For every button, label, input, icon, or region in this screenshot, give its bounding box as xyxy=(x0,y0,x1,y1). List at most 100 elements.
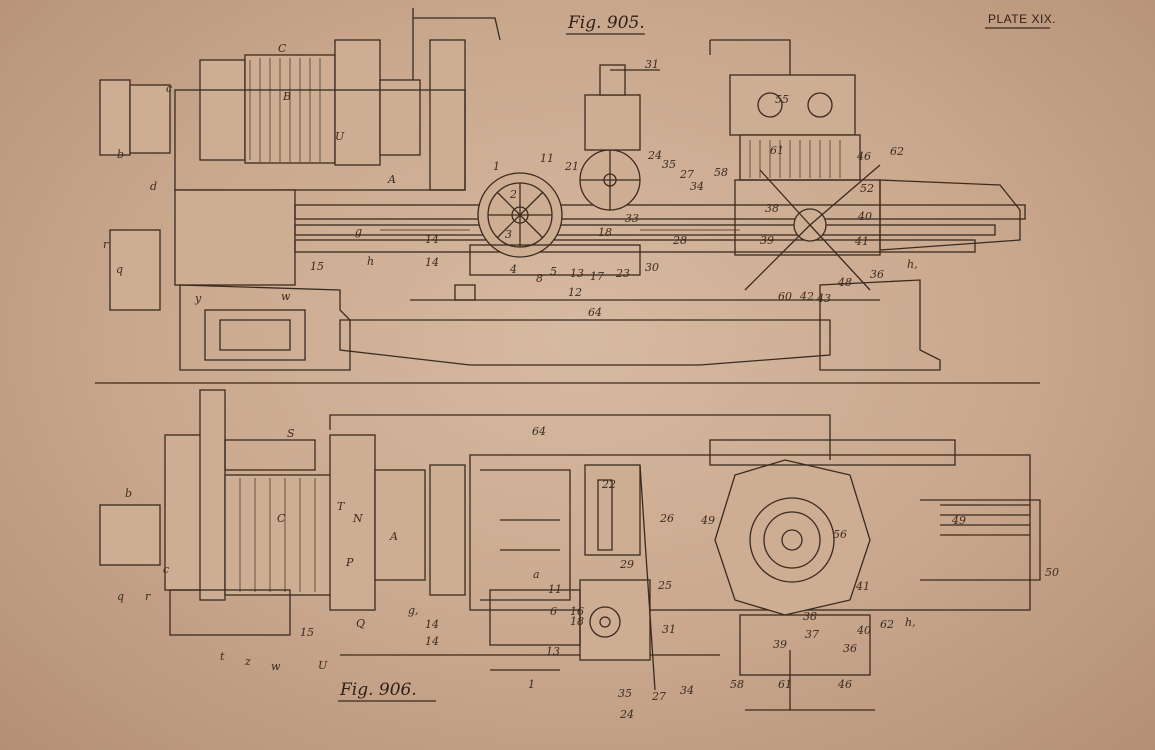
svg-text:c: c xyxy=(166,82,172,95)
svg-text:U: U xyxy=(335,130,345,143)
svg-text:U: U xyxy=(318,659,328,672)
svg-text:2: 2 xyxy=(509,188,517,201)
svg-text:25: 25 xyxy=(657,579,672,592)
svg-text:r: r xyxy=(103,238,109,251)
svg-text:P: P xyxy=(345,556,354,569)
svg-text:13: 13 xyxy=(570,267,584,280)
svg-text:50: 50 xyxy=(1045,566,1059,579)
svg-text:3: 3 xyxy=(505,228,512,241)
svg-text:C: C xyxy=(278,42,287,55)
svg-text:40: 40 xyxy=(856,624,871,637)
svg-text:41: 41 xyxy=(854,235,869,248)
svg-text:Q: Q xyxy=(356,617,365,630)
svg-text:17: 17 xyxy=(590,270,604,283)
svg-text:14: 14 xyxy=(425,256,439,269)
svg-text:1: 1 xyxy=(528,678,535,691)
svg-text:29: 29 xyxy=(619,558,634,571)
svg-text:z: z xyxy=(244,655,251,668)
svg-text:46: 46 xyxy=(837,678,852,691)
svg-text:24: 24 xyxy=(647,149,662,162)
svg-text:30: 30 xyxy=(645,261,659,274)
svg-text:h: h xyxy=(367,255,374,268)
svg-text:33: 33 xyxy=(625,212,639,225)
svg-text:A: A xyxy=(389,530,398,543)
svg-text:16: 16 xyxy=(570,605,584,618)
svg-text:21: 21 xyxy=(564,160,579,173)
svg-text:40: 40 xyxy=(857,210,872,223)
svg-text:23: 23 xyxy=(615,267,630,280)
svg-text:18: 18 xyxy=(570,615,584,628)
svg-text:55: 55 xyxy=(775,93,789,106)
svg-text:58: 58 xyxy=(714,166,728,179)
svg-text:h,: h, xyxy=(905,616,916,629)
svg-text:11: 11 xyxy=(540,152,554,165)
svg-text:52: 52 xyxy=(860,182,874,195)
svg-text:37: 37 xyxy=(805,628,819,641)
svg-text:41: 41 xyxy=(855,580,870,593)
figure-905-elevation xyxy=(99,8,1026,371)
svg-text:C: C xyxy=(277,512,286,525)
svg-text:62: 62 xyxy=(880,618,894,631)
svg-text:34: 34 xyxy=(680,684,694,697)
svg-text:64: 64 xyxy=(532,425,546,438)
svg-text:38: 38 xyxy=(765,202,779,215)
svg-text:g,: g, xyxy=(408,604,419,617)
svg-text:31: 31 xyxy=(662,623,676,636)
svg-text:c: c xyxy=(163,563,169,576)
figure-905-labels: C B c b d U A r q y w g h 15 14 14 64 31… xyxy=(103,42,918,319)
svg-text:13: 13 xyxy=(546,645,560,658)
svg-text:34: 34 xyxy=(690,180,704,193)
figure-906-labels: S 64 b c C T N A P q r 15 Q U w z t g, 1… xyxy=(117,425,1059,721)
svg-text:14: 14 xyxy=(425,618,439,631)
svg-text:15: 15 xyxy=(310,260,324,273)
svg-text:64: 64 xyxy=(588,306,602,319)
svg-text:24: 24 xyxy=(619,708,634,721)
figure-905-caption: Fig. 905. xyxy=(567,13,645,33)
svg-text:A: A xyxy=(387,173,396,186)
svg-text:36: 36 xyxy=(870,268,884,281)
svg-text:r: r xyxy=(145,590,151,603)
svg-text:27: 27 xyxy=(679,168,694,181)
svg-text:1: 1 xyxy=(493,160,500,173)
svg-text:42: 42 xyxy=(799,290,814,303)
svg-text:g: g xyxy=(355,225,362,238)
svg-text:b: b xyxy=(117,148,124,161)
svg-text:5: 5 xyxy=(550,265,557,278)
svg-text:36: 36 xyxy=(843,642,857,655)
svg-text:w: w xyxy=(271,660,281,673)
svg-text:T: T xyxy=(337,500,346,513)
svg-text:a: a xyxy=(533,568,540,581)
svg-text:31: 31 xyxy=(645,58,659,71)
svg-text:14: 14 xyxy=(425,233,439,246)
svg-text:38: 38 xyxy=(803,610,817,623)
svg-text:62: 62 xyxy=(890,145,904,158)
svg-text:39: 39 xyxy=(773,638,787,651)
figure-906-caption: Fig. 906. xyxy=(339,680,417,700)
svg-text:S: S xyxy=(287,427,295,440)
plate-number: PLATE XIX. xyxy=(988,12,1056,26)
svg-text:4: 4 xyxy=(509,263,517,276)
svg-text:14: 14 xyxy=(425,635,439,648)
svg-text:8: 8 xyxy=(536,272,543,285)
svg-text:35: 35 xyxy=(662,158,676,171)
figure-906-plan xyxy=(99,389,1041,711)
svg-text:11: 11 xyxy=(548,583,562,596)
svg-text:58: 58 xyxy=(730,678,744,691)
svg-text:y: y xyxy=(194,292,202,305)
svg-text:18: 18 xyxy=(598,226,612,239)
svg-text:26: 26 xyxy=(659,512,674,525)
svg-text:46: 46 xyxy=(856,150,871,163)
svg-text:w: w xyxy=(281,290,291,303)
svg-text:b: b xyxy=(125,487,132,500)
svg-text:27: 27 xyxy=(651,690,666,703)
svg-text:6: 6 xyxy=(550,605,557,618)
svg-text:49: 49 xyxy=(700,514,715,527)
svg-text:t: t xyxy=(220,650,225,663)
svg-text:35: 35 xyxy=(618,687,632,700)
svg-text:49: 49 xyxy=(951,514,966,527)
svg-text:61: 61 xyxy=(778,678,792,691)
svg-text:43: 43 xyxy=(816,292,831,305)
svg-text:28: 28 xyxy=(672,234,687,247)
svg-text:60: 60 xyxy=(778,290,792,303)
